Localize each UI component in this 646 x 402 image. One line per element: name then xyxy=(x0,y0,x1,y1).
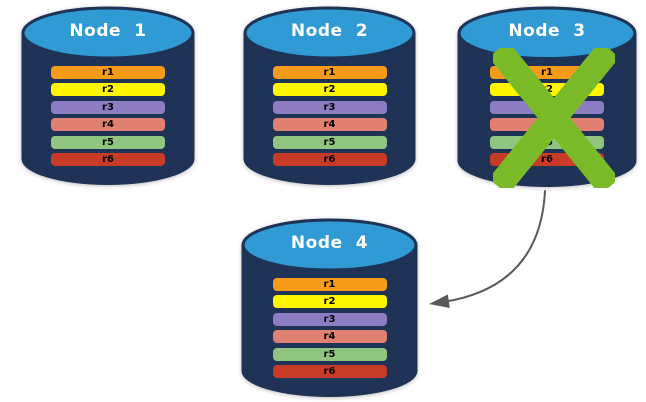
arrow-shaft xyxy=(442,190,546,303)
row-stack: r1 r2 r3 r4 r5 r6 xyxy=(21,6,195,186)
row-stack: r1 r2 r3 r4 r5 r6 xyxy=(243,6,416,186)
curved-arrow-icon xyxy=(429,190,546,308)
cylinder-top xyxy=(241,218,418,272)
row-r3: r3 xyxy=(51,101,165,114)
node-2: Node 2 r1 r2 r3 r4 r5 r6 xyxy=(243,6,416,186)
node-title: Node 3 xyxy=(508,21,586,41)
node-1: Node 1 r1 r2 r3 r4 r5 r6 xyxy=(21,6,195,186)
cylinder-top xyxy=(243,6,416,60)
node-title: Node 1 xyxy=(69,21,147,41)
cylinder-top xyxy=(21,6,195,60)
row-r1: r1 xyxy=(272,66,387,79)
row-r5: r5 xyxy=(272,348,387,361)
x-bar xyxy=(493,48,615,188)
arrow-head xyxy=(429,294,450,308)
node-4: Node 4 r1 r2 r3 r4 r5 r6 xyxy=(241,218,418,398)
row-stack: r1 r2 r3 r4 r5 r6 xyxy=(241,218,418,398)
row-r6: r6 xyxy=(272,153,387,166)
row-r4: r4 xyxy=(51,118,165,131)
node-title: Node 4 xyxy=(290,233,369,253)
row-r5: r5 xyxy=(51,136,165,149)
row-r6: r6 xyxy=(51,153,165,166)
x-mark-icon xyxy=(493,48,615,188)
row-r2: r2 xyxy=(272,295,387,308)
row-r5: r5 xyxy=(272,136,387,149)
row-r6: r6 xyxy=(272,365,387,378)
cylinder-top xyxy=(457,6,637,61)
row-r2: r2 xyxy=(272,83,387,96)
row-r4: r4 xyxy=(272,330,387,343)
cylinder-icon xyxy=(21,6,195,185)
row-r1: r1 xyxy=(272,278,387,291)
node-title: Node 2 xyxy=(290,21,369,41)
row-r3: r3 xyxy=(272,101,387,114)
row-r3: r3 xyxy=(272,313,387,326)
row-r4: r4 xyxy=(272,118,387,131)
row-r1: r1 xyxy=(51,66,165,79)
node-3: Node 3 r1 r2 r3 r4 r5 r6 xyxy=(457,6,637,188)
row-r2: r2 xyxy=(51,83,165,96)
